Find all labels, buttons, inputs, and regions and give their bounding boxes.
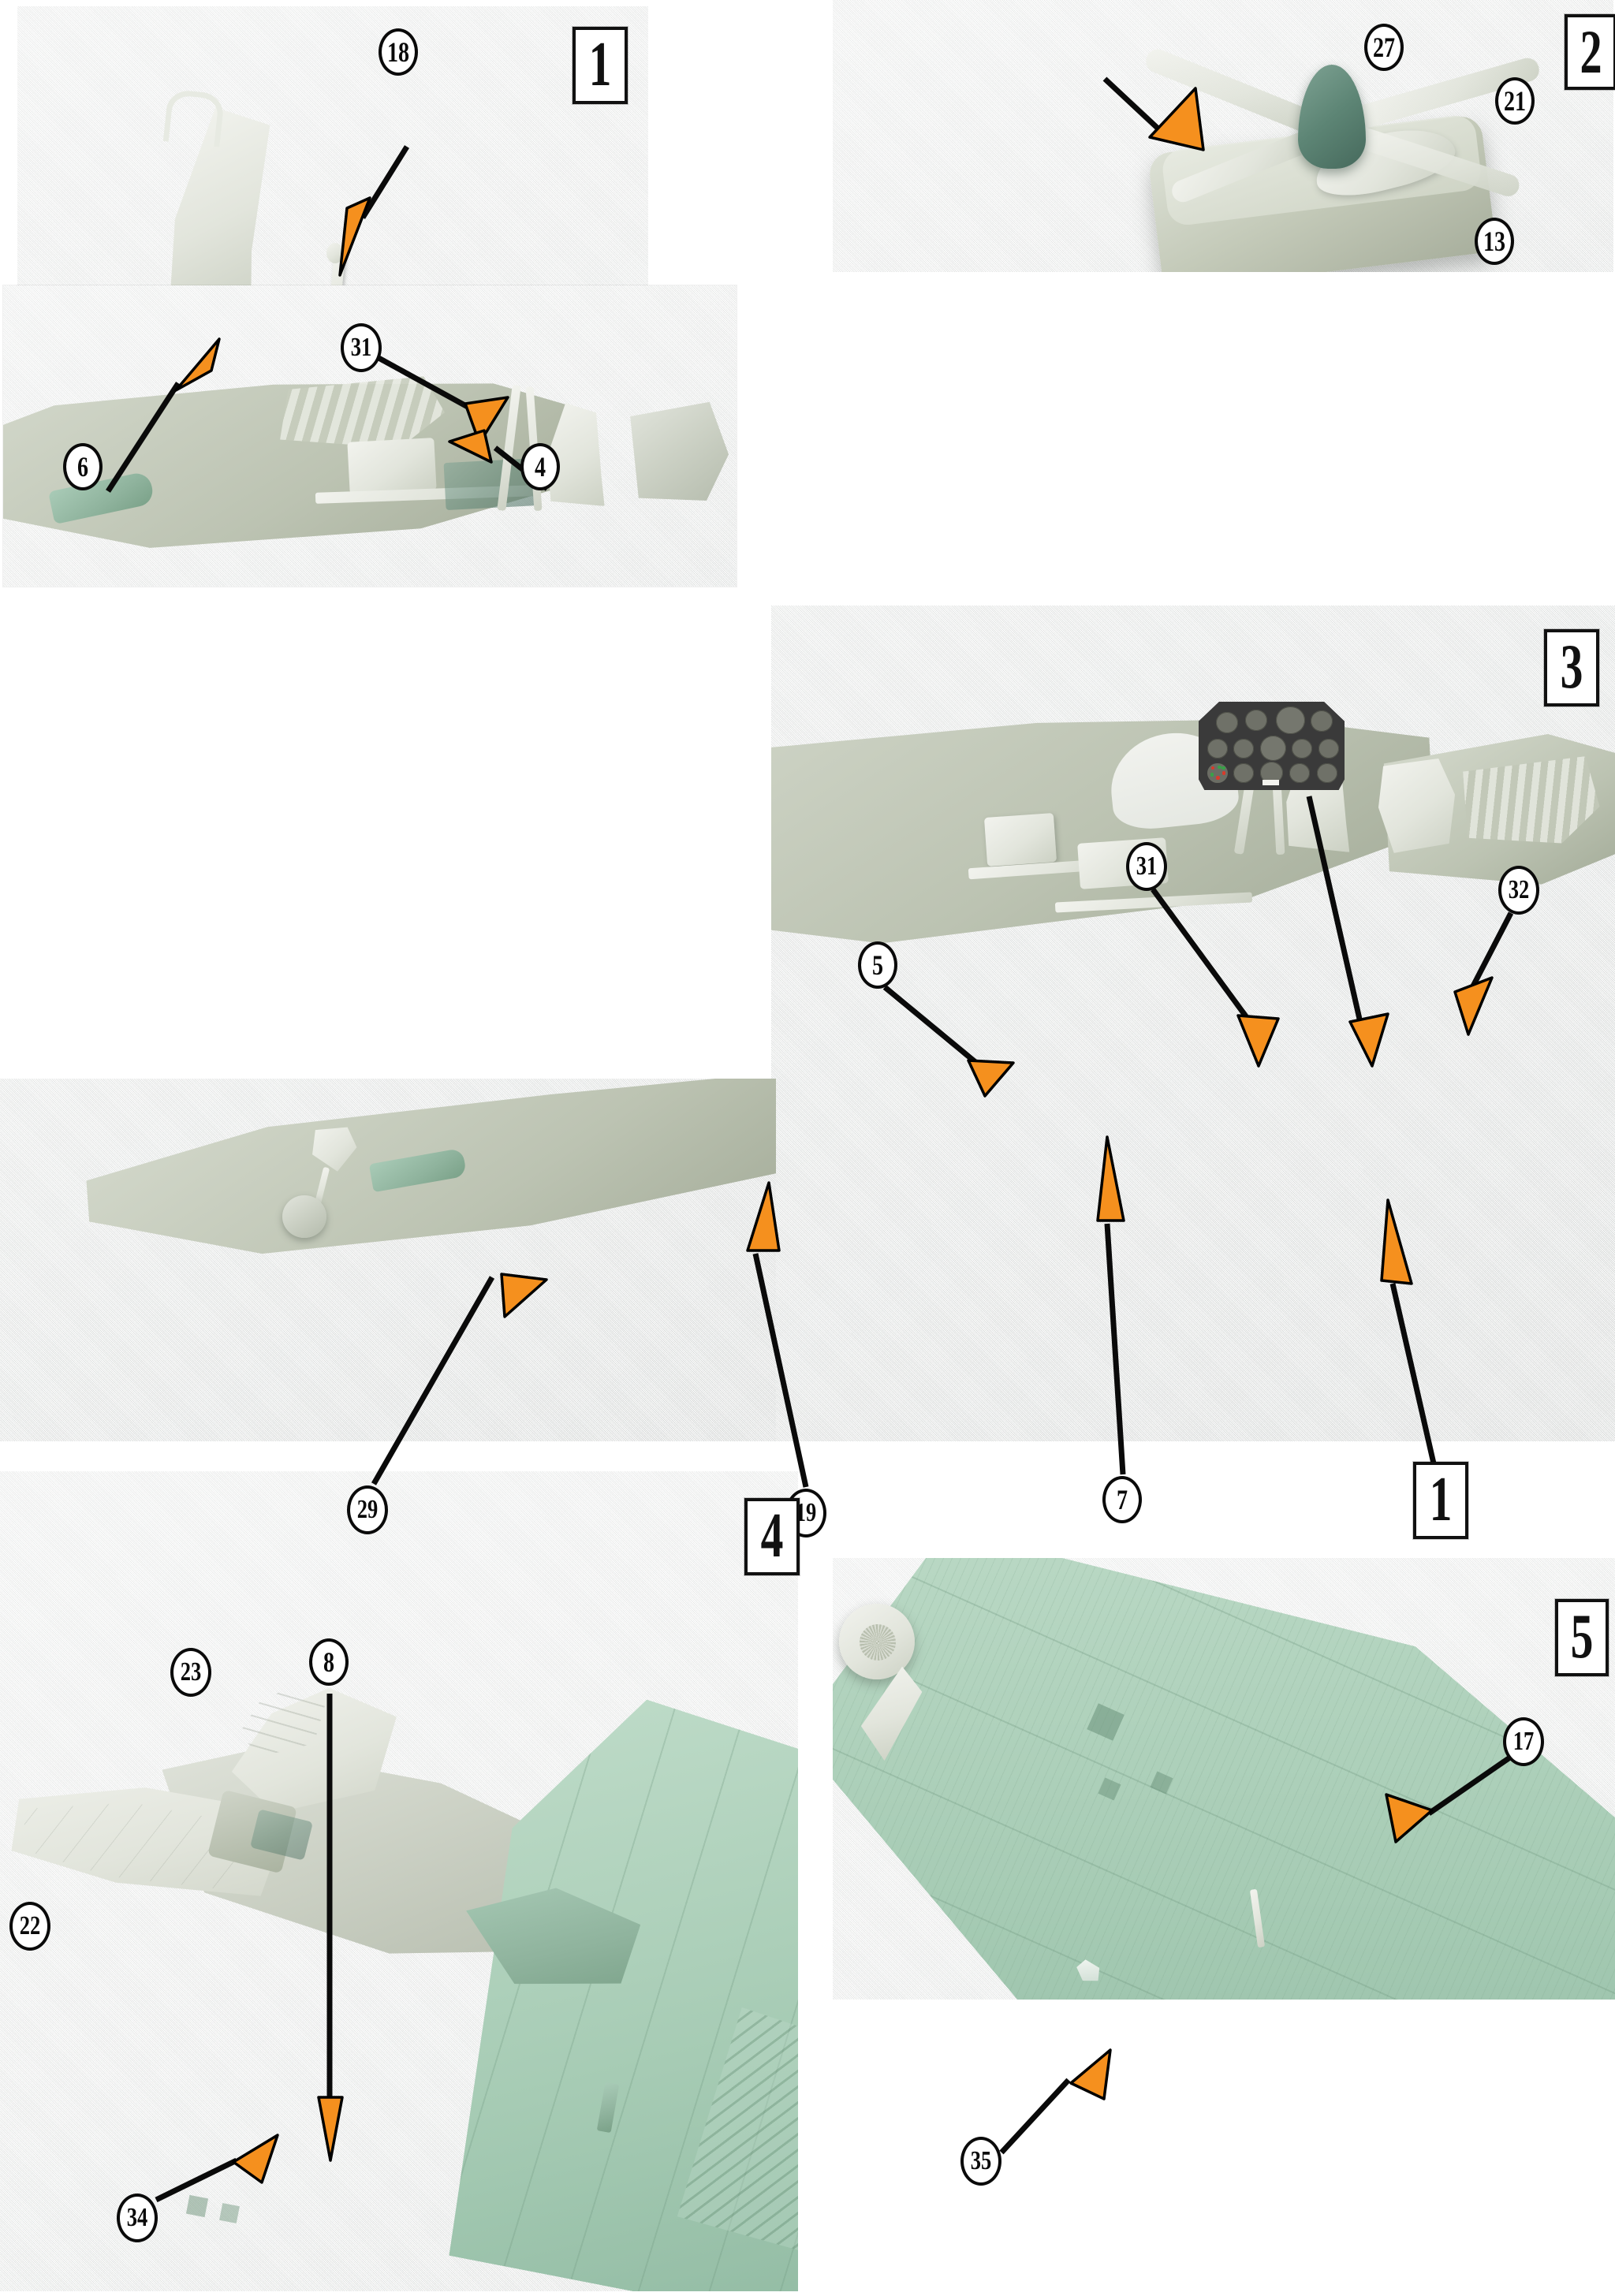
step-4-badge: 4 bbox=[744, 1498, 800, 1575]
callout-31-main: 31 bbox=[1126, 842, 1167, 891]
callout-22: 22 bbox=[9, 1902, 50, 1951]
callout-5: 5 bbox=[858, 941, 897, 989]
gauge-r2-c5 bbox=[1318, 739, 1339, 758]
gauge-r1-c1 bbox=[1216, 712, 1238, 734]
light-green-2 bbox=[1210, 773, 1214, 777]
step-2-badge: 2 bbox=[1565, 14, 1615, 90]
seat-headrest-frame bbox=[162, 88, 226, 147]
gauge-r2-c2 bbox=[1233, 739, 1255, 758]
gauge-r2-c1 bbox=[1207, 739, 1228, 758]
light-red-1 bbox=[1210, 766, 1215, 770]
instrument-panel-decal bbox=[1199, 702, 1345, 790]
callout-13: 13 bbox=[1475, 218, 1514, 265]
callout-34: 34 bbox=[117, 2194, 158, 2242]
radio-box-part bbox=[983, 813, 1057, 867]
callout-32: 32 bbox=[1498, 866, 1539, 915]
light-red-3 bbox=[1216, 776, 1221, 780]
light-red-2 bbox=[1222, 771, 1226, 775]
callout-18: 18 bbox=[379, 28, 418, 76]
wheel-hub bbox=[860, 1624, 896, 1660]
panel-square-1 bbox=[185, 2194, 209, 2218]
step-5-badge: 5 bbox=[1555, 1599, 1609, 1676]
callout-31-detail: 31 bbox=[341, 323, 382, 372]
callout-23: 23 bbox=[170, 1648, 211, 1697]
gauge-r3-c2 bbox=[1233, 763, 1255, 784]
light-green-1 bbox=[1218, 765, 1222, 770]
gauge-r1-c2 bbox=[1245, 710, 1267, 731]
step-4-photo-panel bbox=[0, 1471, 798, 2291]
gauge-r2-c3-horizon bbox=[1259, 735, 1286, 762]
gauge-r1-c3-attitude bbox=[1276, 706, 1306, 735]
callout-21: 21 bbox=[1495, 77, 1535, 125]
control-column-grip bbox=[326, 243, 344, 263]
gauge-r3-c4 bbox=[1289, 763, 1310, 784]
callout-17: 17 bbox=[1503, 1717, 1544, 1766]
light-green-3 bbox=[1222, 766, 1225, 770]
compass-window bbox=[1263, 779, 1279, 786]
callout-29: 29 bbox=[347, 1485, 388, 1534]
gauge-r2-c4 bbox=[1292, 739, 1313, 758]
callout-8: 8 bbox=[309, 1638, 349, 1686]
panel-square-2 bbox=[219, 2203, 240, 2223]
gauge-r3-c5 bbox=[1316, 763, 1337, 784]
step-3-left-extension bbox=[0, 1079, 776, 1441]
indicator-lights-cluster bbox=[1207, 763, 1228, 784]
callout-27: 27 bbox=[1364, 24, 1404, 71]
step-5-photo-panel bbox=[833, 1558, 1615, 2000]
step-3-badge: 3 bbox=[1544, 629, 1599, 706]
decal-gauge-grid bbox=[1199, 702, 1345, 790]
subassembly-ref-1: 1 bbox=[1413, 1462, 1468, 1539]
callout-4: 4 bbox=[520, 443, 560, 490]
callout-35: 35 bbox=[960, 2137, 1001, 2186]
step-1-photo-panel bbox=[17, 6, 648, 505]
gauge-r1-c4 bbox=[1311, 710, 1333, 732]
tail-wheel-part bbox=[282, 1195, 326, 1238]
step-1-badge: 1 bbox=[573, 27, 628, 104]
equipment-box-detail bbox=[347, 438, 437, 494]
step-3-photo-panel bbox=[771, 606, 1615, 1441]
callout-7: 7 bbox=[1102, 1476, 1142, 1523]
callout-6: 6 bbox=[63, 443, 103, 490]
